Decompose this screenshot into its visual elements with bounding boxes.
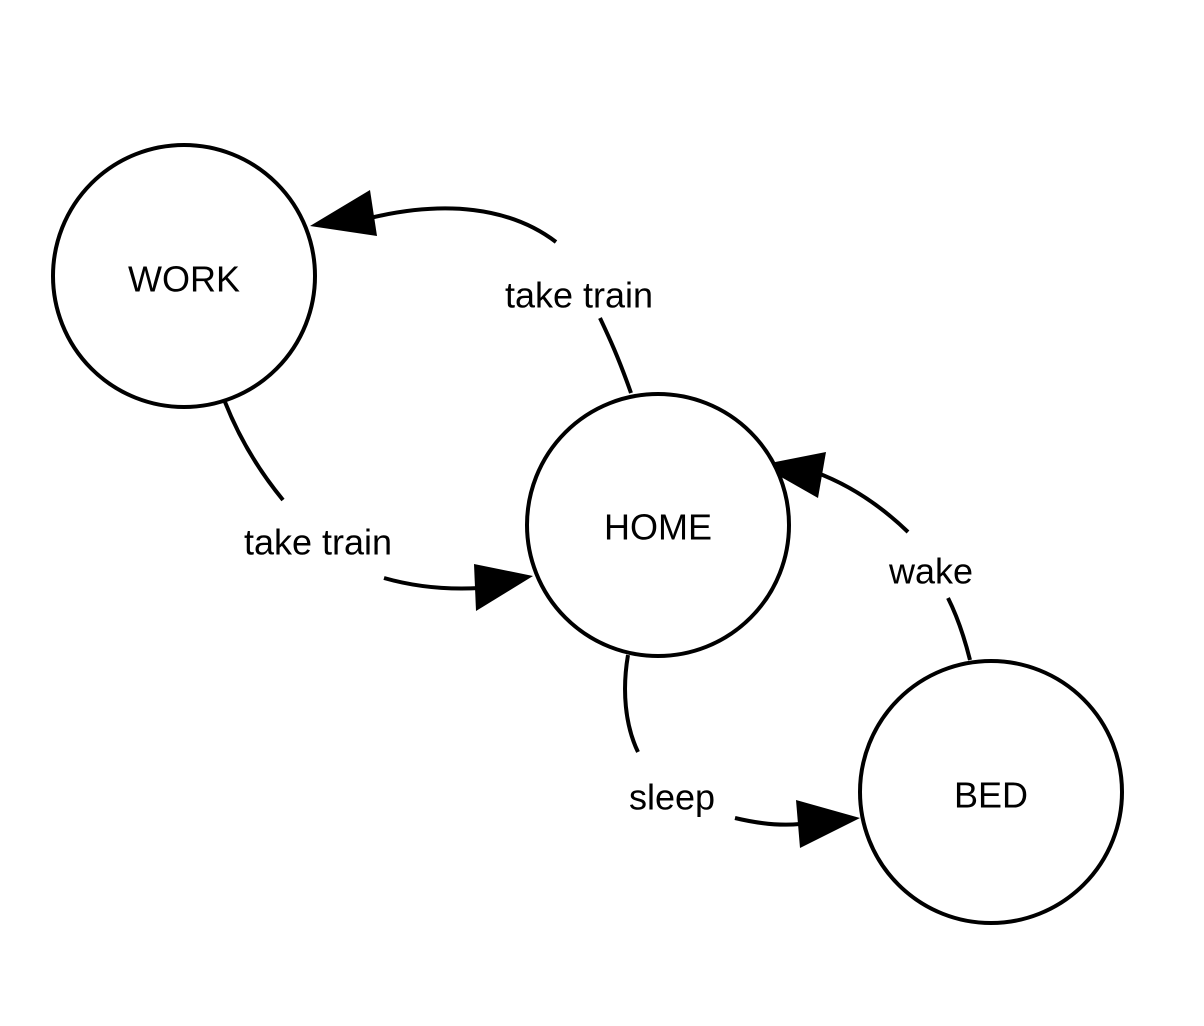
node-home-circle bbox=[525, 392, 791, 658]
edge-home-to-bed-label: sleep bbox=[629, 777, 715, 818]
edge-home-to-work: take train bbox=[310, 190, 653, 394]
edge-home-to-bed-arrowhead bbox=[796, 800, 860, 848]
node-work-circle bbox=[51, 143, 317, 409]
node-home: HOME bbox=[525, 392, 791, 658]
edge-home-to-bed-line bbox=[623, 654, 640, 753]
node-bed: BED bbox=[858, 659, 1124, 925]
edge-work-to-home-arrowhead bbox=[474, 564, 533, 611]
edge-home-to-bed: sleep bbox=[623, 654, 860, 848]
node-bed-label: BED bbox=[954, 775, 1028, 816]
node-bed-circle bbox=[858, 659, 1124, 925]
edge-bed-to-home-label: wake bbox=[888, 551, 973, 592]
node-home-label: HOME bbox=[604, 507, 712, 548]
edge-home-to-work-line-upper bbox=[369, 206, 558, 244]
edge-home-to-work-arrowhead bbox=[310, 190, 377, 236]
edge-bed-to-home: wake bbox=[760, 452, 973, 661]
edge-home-to-bed-line-lower bbox=[734, 816, 801, 827]
edge-work-to-home-line-lower bbox=[383, 576, 481, 591]
edge-bed-to-home-line bbox=[946, 597, 972, 661]
edge-bed-to-home-arrowhead bbox=[760, 452, 826, 498]
node-work-label: WORK bbox=[128, 259, 240, 300]
node-work: WORK bbox=[51, 143, 317, 409]
edge-home-to-work-label: take train bbox=[505, 275, 653, 316]
edge-work-to-home-label: take train bbox=[244, 522, 392, 563]
edge-home-to-work-line bbox=[598, 317, 633, 394]
edge-work-to-home: take train bbox=[223, 401, 533, 611]
edge-work-to-home-line bbox=[223, 401, 285, 502]
edge-bed-to-home-line-upper bbox=[814, 470, 910, 534]
